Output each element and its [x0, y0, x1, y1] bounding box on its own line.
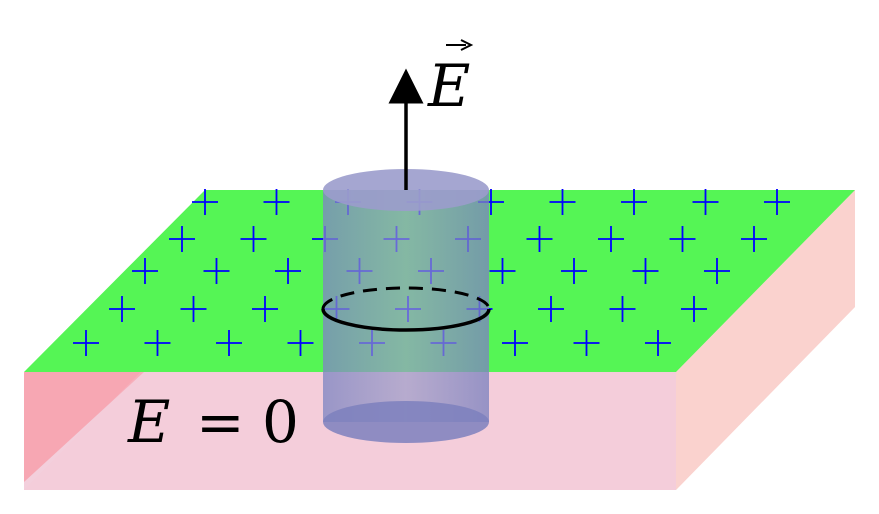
cylinder-bottom-cap [323, 401, 489, 443]
charge-plus-icon [502, 330, 528, 356]
intersection-ellipse-back [321, 286, 491, 310]
charge-plus-icon [764, 189, 790, 215]
inside-field-value: 0 [262, 388, 299, 456]
charge-plus-icon [598, 226, 624, 252]
charge-plus-icon [287, 330, 314, 356]
charge-plus-icon [573, 330, 600, 356]
charge-plus-icon [132, 258, 158, 284]
cylinder-body [323, 190, 489, 422]
charge-plus-icon [240, 226, 267, 252]
field-vector-label: E [427, 39, 474, 120]
charge-plus-icon [549, 189, 576, 215]
inside-field-label: E = 0 [127, 388, 299, 456]
charge-plus-icon [632, 258, 659, 284]
charge-plus-icon [704, 258, 730, 284]
inside-field-relation: = [196, 388, 245, 456]
charge-plus-icon [144, 330, 171, 356]
charge-plus-icon [73, 330, 99, 356]
intersection-ellipse-front [321, 308, 491, 332]
charge-plus-icon [526, 226, 553, 252]
charge-plus-icon [692, 189, 719, 215]
charge-plus-icon [263, 189, 290, 215]
inside-field-symbol: E [127, 388, 170, 456]
charge-plus-icon [669, 226, 696, 252]
charge-plus-icon [681, 296, 707, 322]
charge-plus-icon [609, 296, 636, 322]
vector-accent-head [460, 39, 474, 51]
charge-plus-icon [109, 296, 135, 322]
gaussian-cylinder [321, 169, 491, 443]
slab-side-face [676, 190, 855, 490]
charge-plus-icon [538, 296, 564, 322]
charge-plus-icon [192, 189, 218, 215]
field-symbol: E [427, 52, 470, 120]
charge-plus-icon [216, 330, 242, 356]
charge-plus-icon [180, 296, 207, 322]
charge-plus-icon [645, 330, 671, 356]
charge-plus-icon [741, 226, 767, 252]
charge-plus-icon [203, 258, 230, 284]
charge-plus-icon [275, 258, 301, 284]
charge-plus-icon [621, 189, 647, 215]
charge-plus-icon [561, 258, 587, 284]
slab-left-shade [24, 372, 144, 482]
charge-plus-icon [169, 226, 195, 252]
charge-plus-icon [252, 296, 278, 322]
charge-plus-icon [489, 258, 516, 284]
